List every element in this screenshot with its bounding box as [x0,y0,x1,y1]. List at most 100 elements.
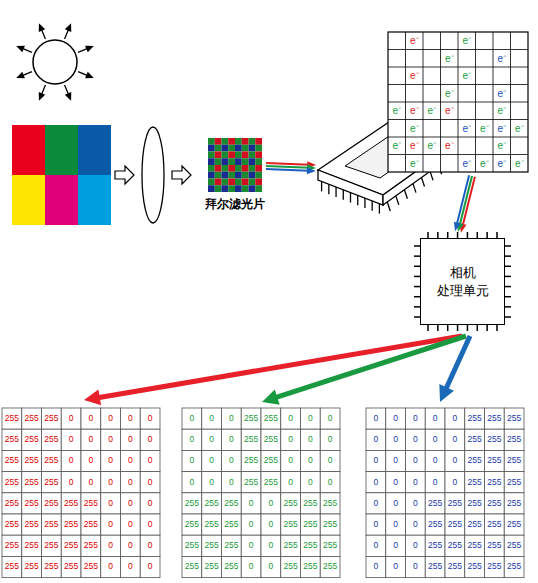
electron-label: e⁻ [493,120,511,138]
table-cell-border [366,493,386,514]
table-cell-border [465,472,485,493]
bayer-cell [222,158,229,165]
table-cell-value: 255 [485,408,505,429]
table-cell-border [202,429,222,450]
table-cell-border [42,429,62,450]
signal-arrow [457,175,469,224]
table-cell-value: 0 [121,429,141,450]
table-cell-border [222,408,242,429]
table-cell-value: 255 [425,493,445,514]
bayer-cell [208,165,215,172]
table-cell-value: 255 [320,535,340,556]
light-ray-head [85,72,94,78]
table-cell-border [386,556,406,577]
table-cell-value: 255 [485,514,505,535]
table-cell-value: 255 [22,514,42,535]
chip-pin [379,204,380,214]
table-cell-border [140,472,160,493]
electron-label: e⁻ [441,85,459,103]
bayer-cell [255,152,262,159]
table-cell-value: 255 [465,429,485,450]
chip-pin [396,196,399,205]
table-cell-border [261,472,281,493]
table-cell-value: 0 [241,556,261,577]
ic-pin [505,306,511,308]
table-cell-border [445,556,465,577]
bayer-cell [235,138,242,145]
table-cell-value: 0 [81,429,101,450]
table-cell-border [366,450,386,471]
table-cell-value: 255 [425,514,445,535]
table-cell-border [504,493,524,514]
table-cell-value: 0 [386,450,406,471]
chip-pin [413,184,416,193]
table-cell-value: 0 [445,472,465,493]
table-cell-border [61,556,81,577]
table-cell-value: 255 [22,556,42,577]
table-cell-value: 0 [425,472,445,493]
table-cell-border [42,408,62,429]
ic-pin [457,325,459,331]
red-channel-arrow-head [84,389,101,405]
table-cell-value: 0 [406,514,426,535]
table-cell-border [386,429,406,450]
table-cell-value: 255 [42,472,62,493]
table-cell-value: 255 [281,514,301,535]
table-cell-border [386,514,406,535]
table-cell-value: 0 [301,408,321,429]
sensor-grid-line [510,32,511,172]
table-cell-value: 255 [485,472,505,493]
table-cell-value: 0 [406,450,426,471]
electron-label: e⁻ [511,155,529,173]
light-ray-head [16,46,25,52]
table-cell-value: 255 [485,450,505,471]
table-cell-value: 255 [2,429,22,450]
bayer-cell [228,158,235,165]
table-cell-value: 0 [140,535,160,556]
table-cell-border [42,535,62,556]
table-cell-border [386,472,406,493]
table-cell-value: 0 [425,429,445,450]
table-cell-border [366,514,386,535]
processing-unit-chip: 相机 处理单元 [420,238,505,325]
table-cell-border [241,493,261,514]
signal-arrow [266,163,309,165]
table-cell-value: 0 [140,514,160,535]
table-cell-value: 0 [81,472,101,493]
table-cell-value: 255 [182,556,202,577]
chip-pin [430,171,433,180]
table-cell-value: 0 [386,535,406,556]
electron-label: e⁻ [441,137,459,155]
table-cell-value: 0 [406,408,426,429]
table-cell-border [140,493,160,514]
electron-label: e⁻ [388,137,406,155]
red-channel-arrow [98,336,462,398]
table-cell-border [301,408,321,429]
table-cell-border [241,429,261,450]
bayer-cell [235,152,242,159]
table-cell-value: 0 [366,493,386,514]
table-cell-value: 0 [386,556,406,577]
bayer-cell [249,185,256,192]
blue-channel-arrow [446,336,470,389]
table-cell-border [320,408,340,429]
table-cell-border [465,429,485,450]
ic-pin [486,325,488,331]
table-cell-value: 0 [101,472,121,493]
chip-pin [387,202,390,211]
table-cell-value: 255 [42,408,62,429]
table-cell-border [241,535,261,556]
table-cell-border [2,429,22,450]
table-cell-border [42,450,62,471]
table-cell-border [425,556,445,577]
table-cell-border [101,408,121,429]
light-source [33,40,77,84]
bayer-cell [242,158,249,165]
table-cell-value: 255 [42,514,62,535]
bayer-cell [208,152,215,159]
table-cell-border [320,514,340,535]
table-cell-value: 255 [465,493,485,514]
table-cell-border [202,472,222,493]
table-cell-border [261,514,281,535]
table-cell-border [81,472,101,493]
